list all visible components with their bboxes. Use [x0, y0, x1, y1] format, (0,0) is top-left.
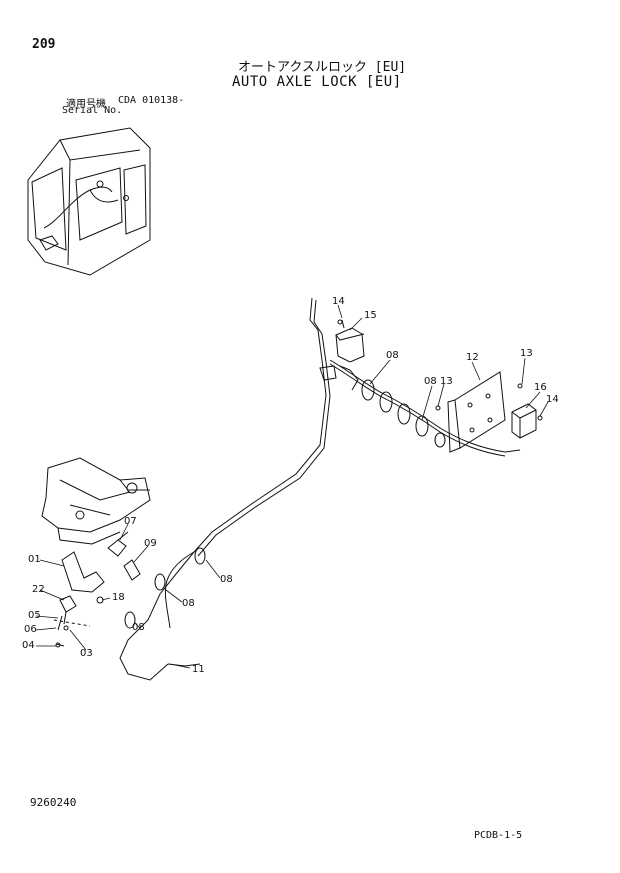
callout-04: 04 — [22, 640, 35, 651]
callout-03: 03 — [80, 648, 93, 659]
callout-05: 05 — [28, 610, 41, 621]
page-number: 209 — [32, 37, 56, 52]
bracket-01 — [61, 551, 105, 593]
small-parts — [53, 615, 91, 647]
harness-clips — [124, 379, 446, 629]
callout-13-mid: 13 — [440, 376, 453, 387]
callout-16: 16 — [534, 382, 547, 393]
sensor-09 — [123, 559, 141, 581]
callout-08-lower: 08 — [182, 598, 195, 609]
leader-lines — [35, 304, 549, 669]
callout-07: 07 — [124, 516, 137, 527]
callout-13-right: 13 — [520, 348, 533, 359]
callout-09: 09 — [144, 538, 157, 549]
callouts: 14 15 08 12 13 08 13 16 14 07 09 01 18 0… — [22, 296, 559, 675]
title-english: AUTO AXLE LOCK [EU] — [232, 74, 402, 90]
document-number: 9260240 — [30, 796, 77, 809]
callout-12: 12 — [466, 352, 479, 363]
title-japanese: オートアクスルロック [EU] — [238, 60, 407, 75]
callout-11: 11 — [192, 664, 205, 675]
cab-illustration — [27, 127, 151, 276]
callout-14-top: 14 — [332, 296, 345, 307]
switch-16 — [511, 403, 537, 439]
switch-22 — [59, 595, 77, 625]
serial-label-english: Serial No. — [62, 105, 123, 116]
harness-cable — [119, 297, 521, 681]
screws — [55, 319, 543, 648]
callout-18: 18 — [112, 592, 125, 603]
pedal-assembly — [41, 457, 151, 545]
serial-code: CDA 010138- — [118, 95, 185, 106]
callout-22: 22 — [32, 584, 45, 595]
callout-01: 01 — [28, 554, 41, 565]
callout-08-upper: 08 — [386, 350, 399, 361]
bracket-12 — [447, 371, 506, 453]
sensor-07 — [107, 531, 129, 557]
serial-label-japanese: 適用号機 — [66, 99, 106, 110]
callout-06: 06 — [24, 624, 37, 635]
callout-08-left: 08 — [132, 622, 145, 633]
callout-08-right: 08 — [220, 574, 233, 585]
callout-08-mid: 08 — [424, 376, 437, 387]
page-code: PCDB-1-5 — [474, 830, 523, 841]
callout-14-right: 14 — [546, 394, 559, 405]
relay-assembly — [319, 319, 365, 391]
callout-15: 15 — [364, 310, 377, 321]
